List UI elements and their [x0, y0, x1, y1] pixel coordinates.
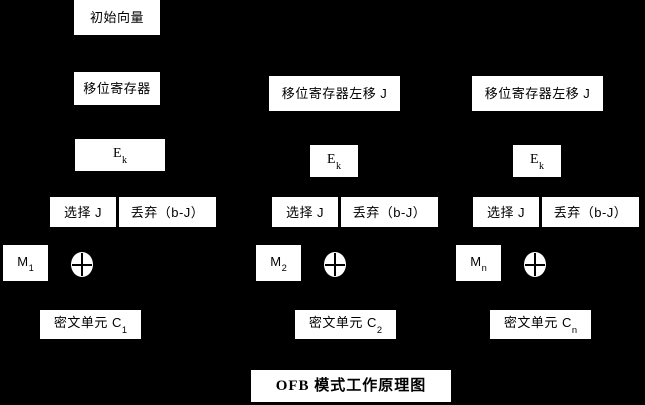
encrypt-subscript-1: k	[122, 154, 128, 166]
plaintext-box-2: M2	[256, 245, 301, 281]
discard-label-1: 丢弃（b-J）	[130, 204, 205, 220]
select-box-3: 选择 J	[473, 197, 539, 227]
ciphertext-box-3: 密文单元 Cn	[490, 310, 591, 339]
select-box-2: 选择 J	[272, 197, 338, 227]
ciphertext-subscript-1: 1	[121, 324, 128, 335]
initial-vector-box: 初始向量	[74, 0, 160, 35]
diagram-title-box: OFB 模式工作原理图	[251, 370, 451, 402]
xor-icon-1	[71, 252, 93, 277]
ciphertext-label-2: 密文单元 C2	[308, 315, 383, 335]
shift-register-box-2: 移位寄存器左移 J	[269, 76, 400, 111]
plaintext-box-3: Mn	[456, 245, 501, 281]
encrypt-label-1: Ek	[112, 145, 128, 166]
encrypt-label-3: Ek	[529, 151, 545, 172]
discard-box-2: 丢弃（b-J）	[341, 197, 438, 227]
shift-register-box-3: 移位寄存器左移 J	[472, 76, 603, 111]
plaintext-subscript-3: n	[481, 263, 487, 274]
select-label-2: 选择 J	[285, 204, 325, 220]
discard-label-3: 丢弃（b-J）	[553, 204, 628, 220]
encrypt-label-2: Ek	[326, 151, 342, 172]
plaintext-box-1: M1	[3, 245, 48, 281]
encrypt-box-2: Ek	[310, 145, 358, 177]
plaintext-subscript-1: 1	[28, 263, 34, 274]
diagram-title-label: OFB 模式工作原理图	[275, 377, 427, 394]
plaintext-label-3: Mn	[470, 253, 487, 274]
encrypt-box-1: Ek	[75, 139, 165, 171]
initial-vector-label: 初始向量	[89, 10, 144, 25]
select-box-1: 选择 J	[50, 197, 116, 227]
shift-register-label-1: 移位寄存器	[83, 81, 151, 96]
ciphertext-subscript-3: n	[571, 324, 578, 335]
ciphertext-label-1: 密文单元 C1	[53, 315, 128, 335]
ciphertext-box-2: 密文单元 C2	[295, 310, 396, 339]
shift-register-label-2: 移位寄存器左移 J	[281, 86, 388, 101]
discard-box-1: 丢弃（b-J）	[119, 197, 216, 227]
discard-label-2: 丢弃（b-J）	[352, 204, 427, 220]
discard-box-3: 丢弃（b-J）	[542, 197, 639, 227]
shift-register-label-3: 移位寄存器左移 J	[484, 86, 591, 101]
plaintext-label-2: M2	[270, 253, 287, 274]
encrypt-subscript-3: k	[539, 160, 545, 172]
ciphertext-box-1: 密文单元 C1	[40, 310, 141, 339]
ciphertext-label-3: 密文单元 Cn	[503, 315, 578, 335]
xor-icon-3	[524, 252, 546, 277]
select-label-1: 选择 J	[63, 204, 103, 220]
plaintext-subscript-2: 2	[281, 263, 287, 274]
plaintext-label-1: M1	[17, 253, 34, 274]
xor-icon-2	[324, 252, 346, 277]
encrypt-subscript-2: k	[336, 160, 342, 172]
encrypt-box-3: Ek	[513, 145, 561, 177]
select-label-3: 选择 J	[486, 204, 526, 220]
shift-register-box-1: 移位寄存器	[74, 72, 160, 105]
ciphertext-subscript-2: 2	[376, 324, 383, 335]
